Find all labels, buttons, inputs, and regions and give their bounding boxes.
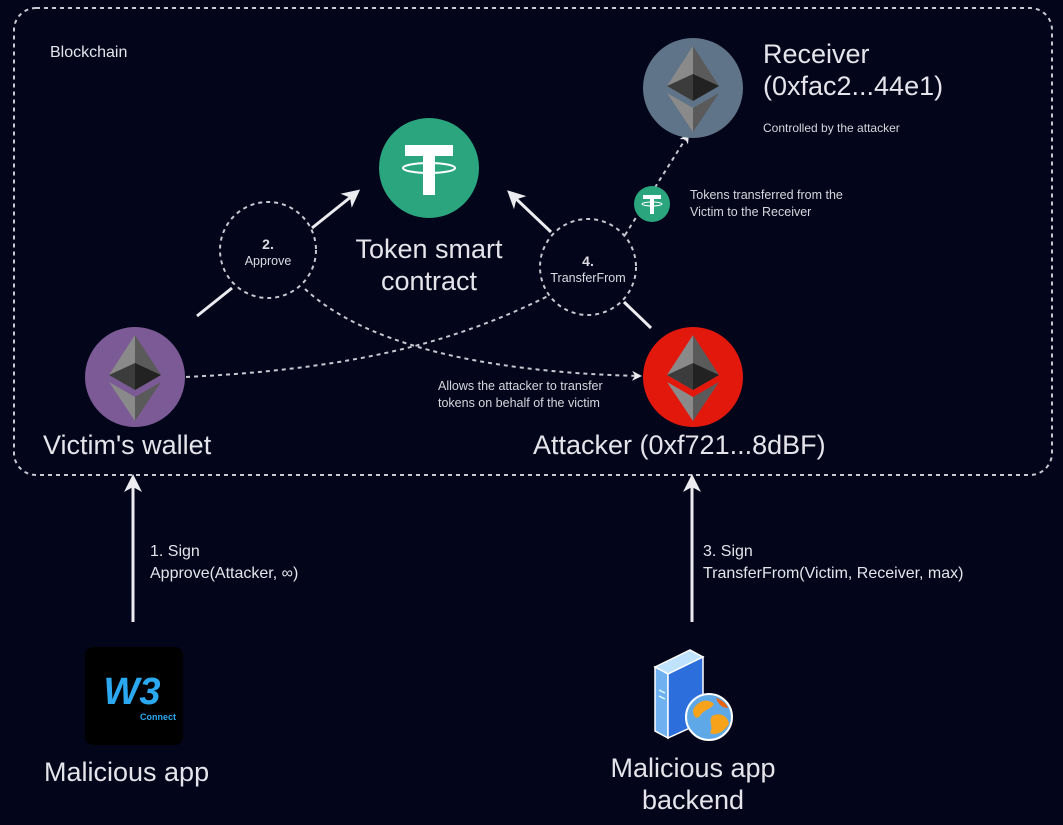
victim-wallet-node[interactable]: [85, 327, 185, 427]
approve-step-text: Approve: [244, 254, 292, 268]
transferfrom-step-number: 4.: [582, 253, 594, 269]
receiver-node[interactable]: [643, 38, 743, 138]
approve-step-number: 2.: [262, 236, 274, 252]
receiver-label-line2: (0xfac2...44e1): [763, 71, 944, 101]
victim-wallet-label: Victim's wallet: [43, 430, 212, 460]
transferred-annotation-line1: Tokens transferred from the: [690, 188, 843, 202]
malicious-backend-label-line1: Malicious app: [610, 753, 776, 783]
w3-logo-subtext: Connect: [140, 712, 176, 722]
sign-approve-line1: 1. Sign: [150, 543, 200, 560]
victim-to-approve-line: [196, 286, 233, 318]
approve-step-circle: [219, 201, 317, 299]
attacker-node[interactable]: [643, 327, 743, 427]
approve-to-attacker-dashed: [304, 288, 642, 381]
allowance-annotation-line2: tokens on behalf of the victim: [438, 396, 600, 410]
blockchain-label: Blockchain: [50, 44, 128, 61]
transferfrom-to-receiver-dashed: [624, 133, 690, 236]
transferfrom-step-text: TransferFrom: [550, 271, 626, 285]
receiver-note: Controlled by the attacker: [763, 121, 900, 135]
blockchain-boundary: [13, 7, 1053, 476]
allowance-annotation-line1: Allows the attacker to transfer: [438, 379, 603, 393]
transferred-annotation-line2: Victim to the Receiver: [690, 205, 812, 219]
approve-to-contract-arrow: [311, 189, 361, 230]
malicious-backend-node[interactable]: [653, 649, 733, 741]
malicious-backend-label: Malicious app backend: [593, 752, 793, 816]
receiver-label-line1: Receiver: [763, 39, 870, 69]
malicious-backend-label-line2: backend: [641, 785, 745, 815]
sign-approve-line2: Approve(Attacker, ∞): [150, 565, 299, 582]
sign-transfer-line2: TransferFrom(Victim, Receiver, max): [703, 565, 964, 582]
allowance-annotation: Allows the attacker to transfer tokens o…: [438, 378, 603, 412]
transferred-token-node: [634, 186, 670, 222]
sign-transfer-line1: 3. Sign: [703, 543, 753, 560]
token-contract-label-line2: contract: [380, 266, 478, 296]
victim-to-transferfrom-dashed: [185, 295, 549, 378]
malicious-app-node[interactable]: W3 Connect: [85, 647, 183, 745]
sign-transfer-label: 3. Sign TransferFrom(Victim, Receiver, m…: [703, 541, 963, 585]
transferred-annotation: Tokens transferred from the Victim to th…: [690, 187, 843, 221]
attacker-to-transferfrom-line: [622, 300, 653, 330]
token-contract-label: Token smart contract: [329, 233, 529, 297]
token-contract-node[interactable]: [379, 118, 479, 218]
sign-approve-label: 1. Sign Approve(Attacker, ∞): [150, 541, 298, 585]
token-contract-label-line1: Token smart: [355, 234, 503, 264]
w3-connect-logo: [85, 647, 183, 745]
approve-step-label: 2. Approve: [220, 236, 316, 269]
transferfrom-to-contract-arrow: [507, 190, 553, 234]
server-globe-icon: [653, 649, 733, 741]
w3-logo-text: W3: [104, 671, 161, 713]
transferfrom-step-label: 4. TransferFrom: [540, 253, 636, 286]
transferfrom-step-circle: [539, 218, 637, 316]
malicious-app-label: Malicious app: [44, 757, 210, 787]
attacker-label: Attacker (0xf721...8dBF): [533, 430, 826, 460]
receiver-label: Receiver (0xfac2...44e1): [763, 38, 943, 102]
